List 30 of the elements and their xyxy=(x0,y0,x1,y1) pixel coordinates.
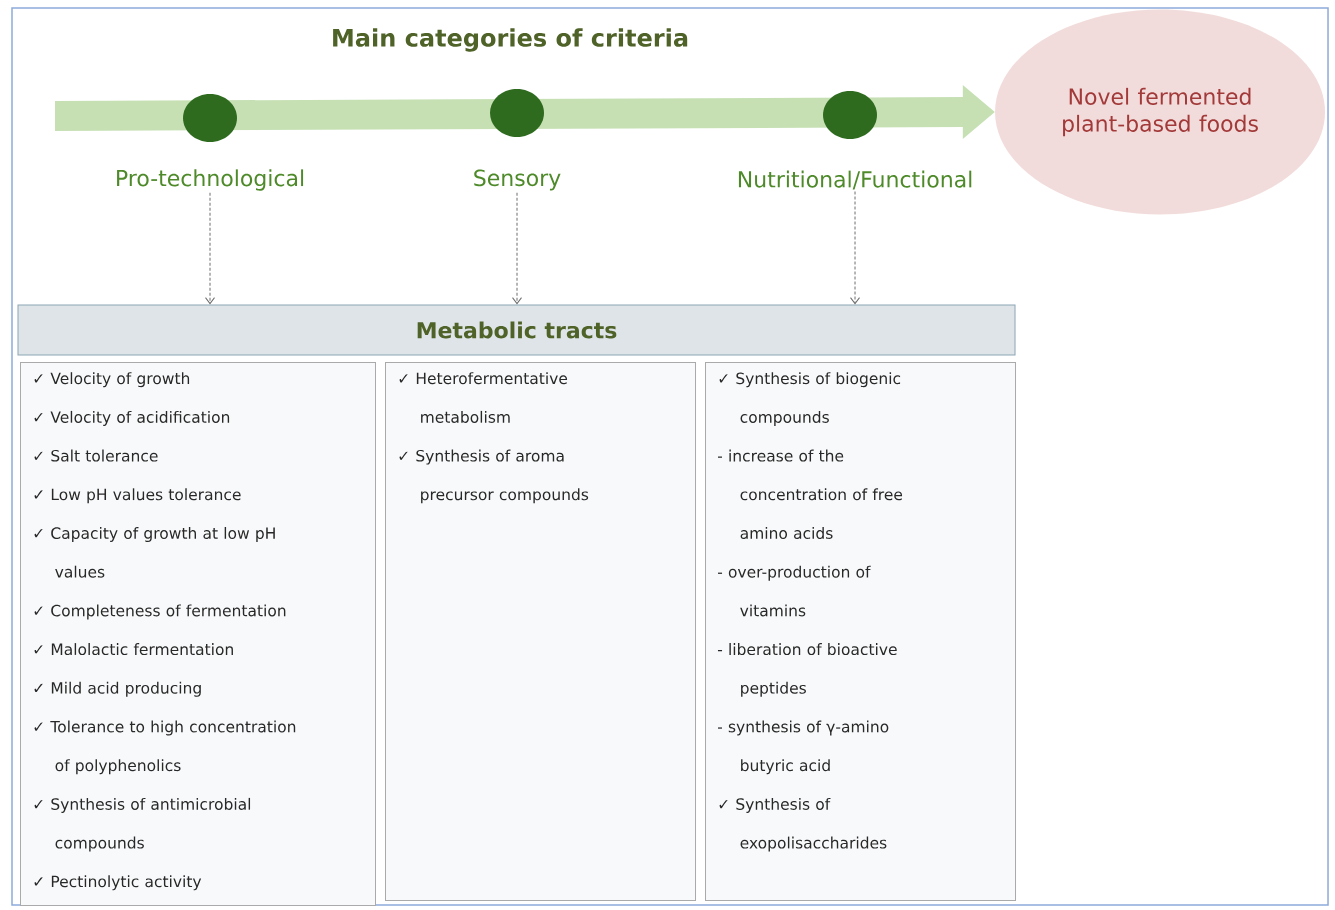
list-item: ✓ Velocity of acidification xyxy=(34,410,230,426)
category-label: Nutritional/Functional xyxy=(738,170,972,190)
list-panel xyxy=(20,362,376,906)
category-label: Pro-technological xyxy=(117,169,304,191)
list-item: ✓ Synthesis of biogenic compounds xyxy=(719,372,901,426)
list-item: ✓ Heterofermentative metabolism xyxy=(399,372,568,423)
dashed-arrow xyxy=(512,192,522,305)
list-item: ✓ Capacity of growth at low pH values xyxy=(34,527,275,578)
list-item: ✓ Synthesis of aroma precursor compounds xyxy=(399,449,589,504)
dashed-arrow xyxy=(850,191,860,305)
list-item: - synthesis of γ-amino butyric acid xyxy=(717,720,889,775)
list-item: ✓ Velocity of growth xyxy=(34,372,190,388)
list-item: ✓ Synthesis of antimicrobial compounds xyxy=(34,797,251,852)
list-panel xyxy=(705,362,1016,901)
list-item: - liberation of bioactive peptides xyxy=(717,643,897,697)
category-label: Sensory xyxy=(474,169,561,191)
list-item: ✓ Low pH values tolerance xyxy=(34,488,241,504)
list-item: - increase of the concentration of free amino acids xyxy=(717,449,903,539)
list-panel xyxy=(385,362,696,901)
list-item: ✓ Mild acid producing xyxy=(34,681,201,697)
title: Main categories of criteria xyxy=(333,28,688,52)
list-item: - over-production of vitamins xyxy=(717,565,871,617)
header-band: Metabolic tracts xyxy=(17,304,1016,356)
list-item: ✓ Completeness of fermentation xyxy=(34,604,286,620)
list-item: ✓ Tolerance to high concentration of polyphenolics xyxy=(34,720,296,775)
list-item: ✓ Synthesis of exopolisaccharides xyxy=(719,797,887,852)
list-item: ✓ Malolactic fermentation xyxy=(34,643,233,656)
list-item: ✓ Pectinolytic activity xyxy=(34,875,202,891)
list-item: ✓ Salt tolerance xyxy=(34,449,158,462)
dashed-arrow xyxy=(205,192,215,305)
